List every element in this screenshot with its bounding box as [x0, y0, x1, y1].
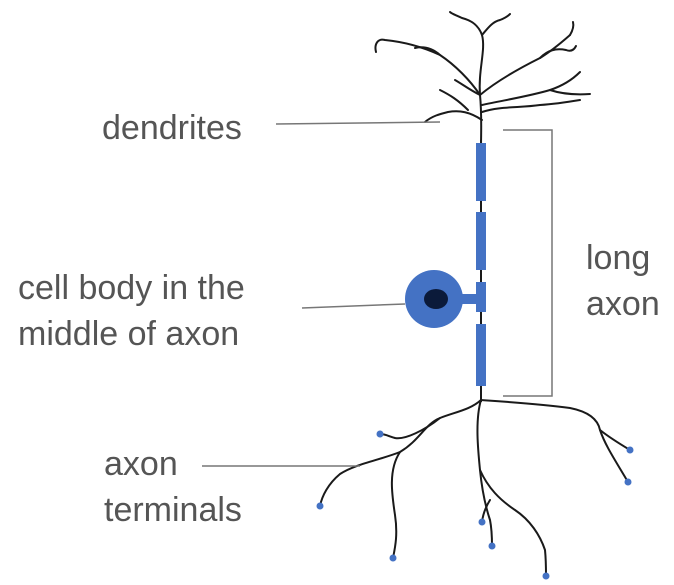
terminal-button [479, 519, 486, 526]
axon-label-line1: long [586, 238, 650, 278]
terminal-button [489, 543, 496, 550]
cell-body-label-line2: middle of axon [18, 314, 239, 354]
dendrites-branches [375, 12, 590, 150]
terminal-buttons [317, 431, 634, 580]
axon-bracket [503, 130, 552, 396]
myelin-segment [476, 143, 486, 201]
terminal-button [543, 573, 550, 580]
axon-label-line2: axon [586, 284, 660, 324]
terminal-button [377, 431, 384, 438]
axon [476, 140, 486, 402]
dendrites-leader [276, 122, 440, 124]
terminals-label-line2: terminals [104, 490, 242, 530]
terminal-button [317, 503, 324, 510]
leader-lines [202, 122, 552, 466]
myelin-segment [476, 212, 486, 270]
cell-body-leader [302, 304, 405, 308]
dendrites-label: dendrites [102, 108, 242, 148]
myelin-segment [476, 324, 486, 386]
axon-terminals-branches [320, 400, 630, 576]
terminals-label-line1: axon [104, 444, 178, 484]
terminal-button [390, 555, 397, 562]
cell-body-label-line1: cell body in the [18, 268, 245, 308]
terminal-button [625, 479, 632, 486]
nucleus [424, 289, 448, 309]
cell-body [405, 270, 478, 328]
terminal-button [627, 447, 634, 454]
